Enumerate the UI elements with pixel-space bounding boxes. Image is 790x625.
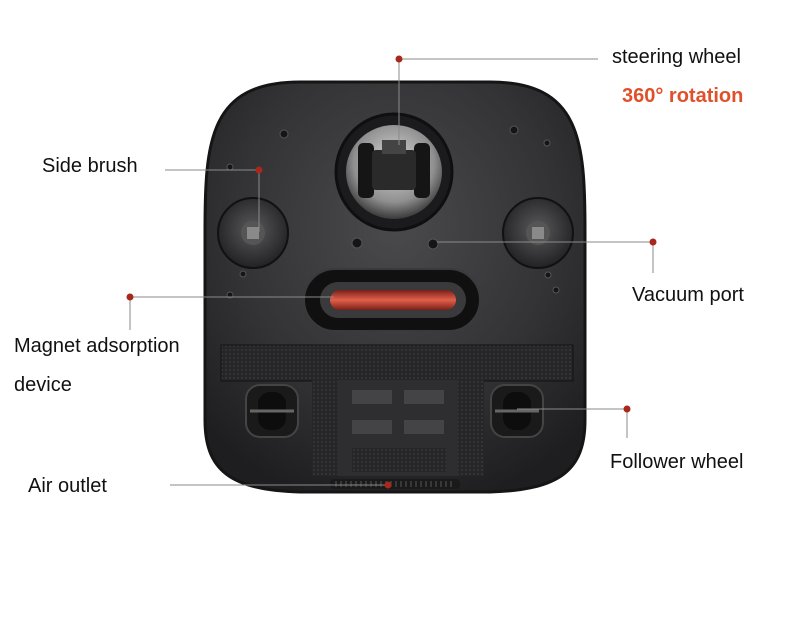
mop-velcro-strip xyxy=(221,345,573,381)
marker-dot-air-outlet xyxy=(385,482,392,489)
follower-wheel-right-icon xyxy=(491,385,543,437)
label-rotation: 360° rotation xyxy=(622,84,743,108)
label-follower-wheel: Follower wheel xyxy=(610,450,743,474)
label-steering-wheel: steering wheel xyxy=(612,45,741,69)
side-brush-right-icon xyxy=(503,198,573,268)
marker-dot-magnet xyxy=(127,294,134,301)
mop-holder-area xyxy=(312,380,484,476)
marker-dot-vacuum-port xyxy=(650,239,657,246)
air-outlet-grille xyxy=(330,479,460,489)
follower-wheel-left-icon xyxy=(246,385,298,437)
label-vacuum-port: Vacuum port xyxy=(632,283,744,307)
steering-wheel-icon xyxy=(336,114,452,230)
label-magnet-line1: Magnet adsorption xyxy=(14,334,180,358)
side-brush-left-icon xyxy=(218,198,288,268)
label-air-outlet: Air outlet xyxy=(28,474,107,498)
label-magnet-line2: device xyxy=(14,373,72,397)
marker-dot-follower-wheel xyxy=(624,406,631,413)
magnet-adsorption-slot-icon xyxy=(304,269,480,331)
marker-dot-steering-wheel xyxy=(396,56,403,63)
marker-dot-side-brush xyxy=(256,167,263,174)
label-side-brush: Side brush xyxy=(42,154,138,178)
